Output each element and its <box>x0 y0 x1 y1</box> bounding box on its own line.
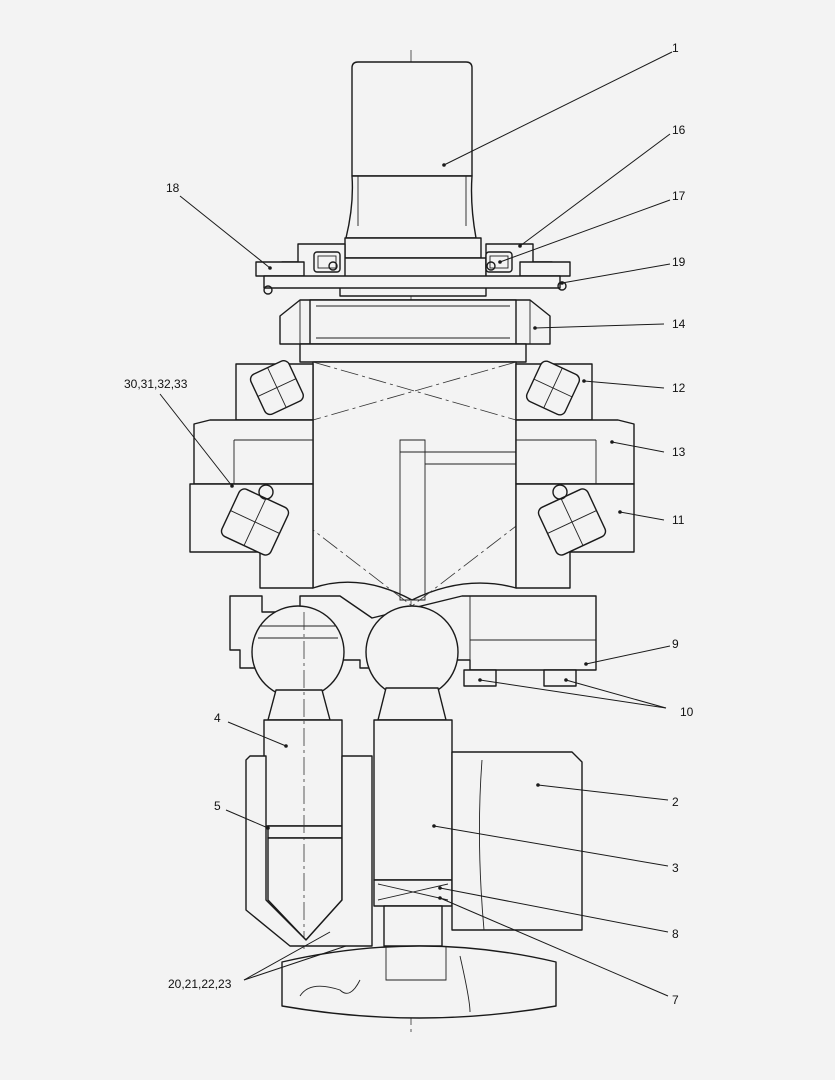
callout-18: 18 <box>166 181 180 195</box>
callout-3: 3 <box>672 861 679 875</box>
piston-ring-part-5 <box>267 825 343 839</box>
callout-20-21-22-23: 20,21,22,23 <box>168 977 232 991</box>
callout-19: 19 <box>672 255 686 269</box>
callout-10: 10 <box>680 705 694 719</box>
leader-lines <box>159 51 673 997</box>
callout-12: 12 <box>672 381 686 395</box>
spring-part-8 <box>373 879 453 907</box>
valve-plate-parts-20-23 <box>281 945 557 1019</box>
callout-17: 17 <box>672 189 686 203</box>
callout-14: 14 <box>672 317 686 331</box>
main-shaft-body <box>299 361 525 607</box>
piston-part-3 <box>365 605 459 947</box>
spring-seat-part-7 <box>383 905 443 947</box>
middle-housing-part-13 <box>193 419 635 485</box>
callout-11: 11 <box>672 513 685 527</box>
bearing-housing-part-14 <box>279 299 551 363</box>
callout-9: 9 <box>672 637 679 651</box>
callout-5: 5 <box>214 799 221 813</box>
shaft-part-1 <box>345 61 477 239</box>
callout-13: 13 <box>672 445 686 459</box>
cylinder-block-part-2 <box>245 751 583 947</box>
callout-2: 2 <box>672 795 679 809</box>
callout-labels: 1 16 17 18 19 14 12 30,31,32,33 13 11 9 … <box>124 41 694 1007</box>
callout-1: 1 <box>672 41 679 55</box>
piston-part-4 <box>251 605 345 950</box>
callout-8: 8 <box>672 927 679 941</box>
upper-bearing-housing-part-12 <box>235 360 593 421</box>
lower-bearing-housing-part-11 <box>189 483 635 589</box>
callout-7: 7 <box>672 993 679 1007</box>
callout-16: 16 <box>672 123 686 137</box>
callout-4: 4 <box>214 711 221 725</box>
callout-30-31-32-33: 30,31,32,33 <box>124 377 188 391</box>
